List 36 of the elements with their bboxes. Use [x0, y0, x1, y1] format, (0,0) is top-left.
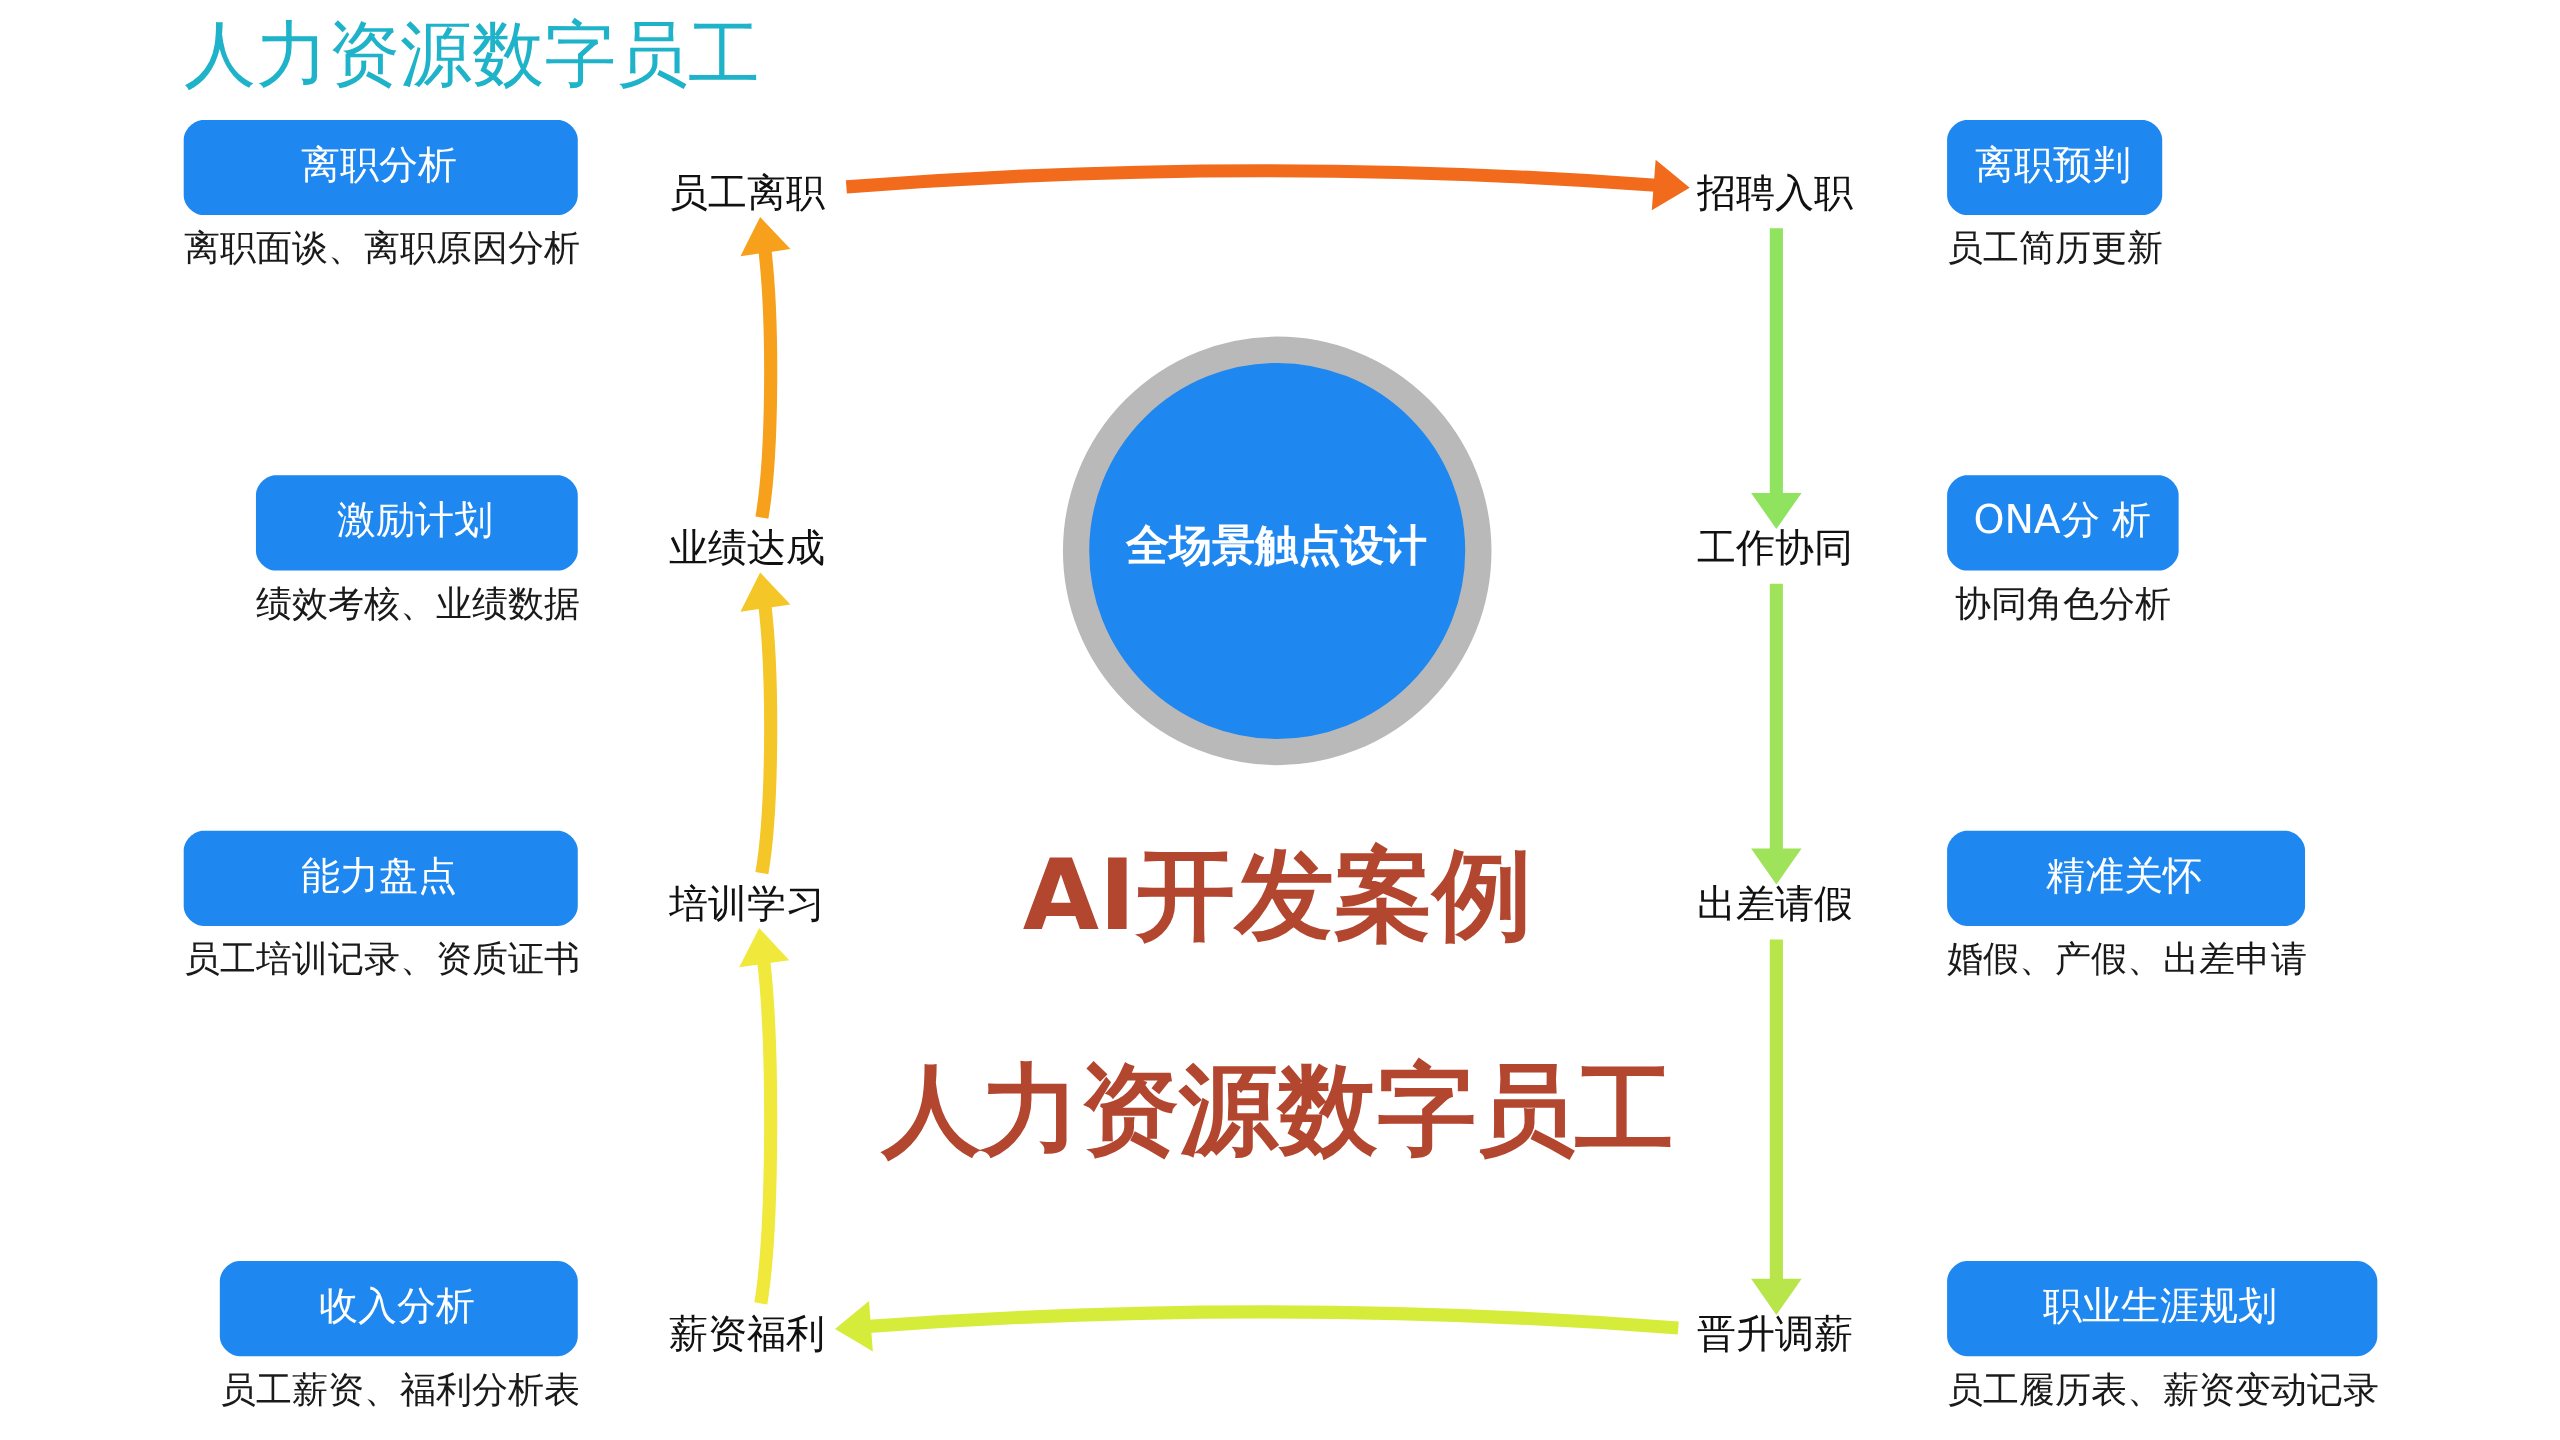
- node-label: 员工培训记录、资质证书: [183, 937, 580, 981]
- node-label: 员工履历表、薪资变动记录: [1946, 1367, 2379, 1411]
- node-label: 员工薪资、福利分析表: [219, 1367, 580, 1411]
- node-text: 晋升调薪: [1696, 1309, 1853, 1356]
- label: 人力资源数字员工: [881, 1053, 1674, 1168]
- arrow: [1750, 228, 1802, 529]
- node-label: 绩效考核、业绩数据: [255, 581, 580, 625]
- node-circle: 全场景触点设计: [1062, 336, 1491, 766]
- node-text: 工作协同: [1696, 524, 1853, 571]
- arrow: [845, 159, 1690, 211]
- node-text: 招聘入职: [1696, 168, 1853, 215]
- node-text: 薪资福利: [668, 1309, 825, 1356]
- node-box: 收入分析: [219, 1261, 578, 1357]
- node-box: 激励计划: [255, 475, 578, 571]
- node-text: 员工离职: [668, 168, 825, 215]
- node-box: 职业生涯规划: [1946, 1261, 2377, 1357]
- node-label: 员工简历更新: [1946, 226, 2163, 270]
- node-label: 离职面谈、离职原因分析: [183, 226, 580, 270]
- node-box: 精准关怀: [1946, 830, 2305, 927]
- arrow: [739, 572, 790, 874]
- diagram-title: 人力资源数字员工: [183, 12, 760, 97]
- node-label: 协同角色分析: [1954, 581, 2171, 625]
- node-text: 出差请假: [1696, 879, 1853, 926]
- node-box: 离职分析: [183, 119, 578, 216]
- arrow: [834, 1301, 1679, 1352]
- arrow: [739, 217, 790, 519]
- node-box: 能力盘点: [183, 830, 578, 927]
- arrow: [1750, 583, 1802, 885]
- node-text: 业绩达成: [668, 524, 825, 571]
- arrow: [738, 928, 789, 1305]
- node-text: 培训学习: [668, 879, 825, 926]
- arrow: [1750, 939, 1802, 1315]
- label: AI开发案例: [1022, 838, 1532, 953]
- node-label: 婚假、产假、出差申请: [1946, 937, 2307, 981]
- node-box: ONA分 析: [1946, 475, 2179, 571]
- node-box: 离职预判: [1946, 119, 2162, 216]
